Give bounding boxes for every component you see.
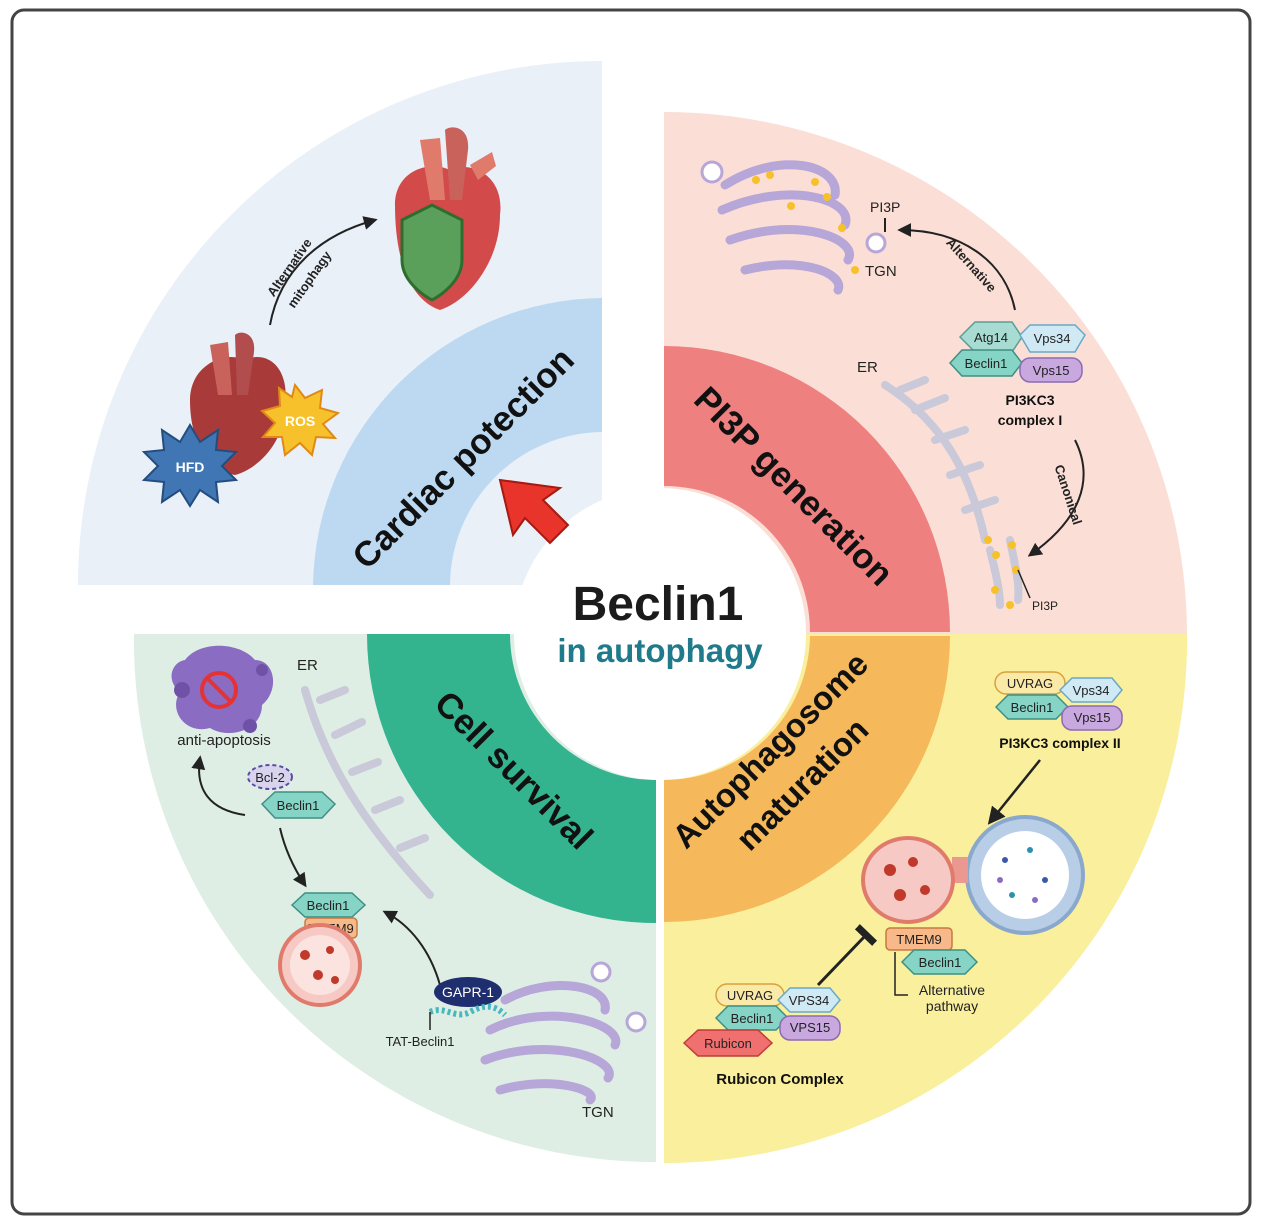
vesicle bbox=[590, 961, 612, 983]
tgn-label-top: TGN bbox=[865, 263, 897, 280]
canonical-arrow bbox=[1027, 439, 1085, 557]
beclin1-alt-shape bbox=[900, 949, 979, 975]
alt-pathway-line1: Alternative bbox=[919, 982, 985, 998]
vps15-shape bbox=[1019, 357, 1083, 383]
bcl2-label: Bcl-2 bbox=[255, 770, 285, 785]
rub-beclin1-label: Beclin1 bbox=[731, 1011, 774, 1026]
pi3kc3-complex-2: UVRAG Vps34 Beclin1 Vps15 PI3KC3 complex… bbox=[994, 671, 1123, 751]
focus-arrow-icon bbox=[498, 478, 570, 545]
gapr1-shape bbox=[434, 977, 502, 1007]
protected-heart-icon bbox=[395, 127, 501, 310]
anti-apoptosis-arrow bbox=[191, 755, 246, 816]
lysosome-icon bbox=[278, 923, 362, 1007]
pi3p-bottom-tick bbox=[1017, 569, 1031, 599]
tat-beclin1-label: TAT-Beclin1 bbox=[386, 1034, 455, 1049]
rub-uvrag-label: UVRAG bbox=[727, 988, 773, 1003]
rub-vps34-label: VPS34 bbox=[789, 993, 829, 1008]
rub-vps15-label: VPS15 bbox=[790, 1020, 830, 1035]
atg14-label: Atg14 bbox=[974, 330, 1008, 345]
vesicle bbox=[700, 160, 724, 184]
golgi-apparatus-icon bbox=[717, 160, 854, 295]
vps15-label-c2: Vps15 bbox=[1074, 710, 1111, 725]
pi3p-dots-er bbox=[984, 536, 1020, 609]
alternative-arrow bbox=[897, 223, 1016, 311]
mitophagy-arrow bbox=[269, 216, 378, 326]
pi3p-top-label: PI3P bbox=[870, 199, 900, 215]
rubicon-label: Rubicon bbox=[704, 1036, 752, 1051]
autolysosome-icon bbox=[861, 815, 1085, 935]
beclin1-alt-label: Beclin1 bbox=[919, 955, 962, 970]
center-disc bbox=[514, 488, 806, 780]
tgn-label-survival: TGN bbox=[582, 1104, 614, 1121]
vps15-label: Vps15 bbox=[1033, 363, 1070, 378]
alt-pathway-line2: pathway bbox=[926, 998, 978, 1014]
gapr1-label: GAPR-1 bbox=[442, 984, 494, 1000]
ros-burst-icon: ROS bbox=[260, 382, 341, 457]
maturation-ring bbox=[664, 636, 950, 922]
complex2-label: PI3KC3 complex II bbox=[999, 735, 1120, 751]
vps34-shape bbox=[1019, 324, 1086, 353]
beclin1-top-shape bbox=[260, 791, 337, 819]
apoptotic-cell-icon bbox=[171, 645, 274, 734]
complex1-line2: complex I bbox=[998, 412, 1063, 428]
gapr-to-tmem9-arrow bbox=[382, 910, 441, 986]
center-subtitle: in autophagy bbox=[557, 632, 763, 669]
beclin-to-tmem9-arrow bbox=[279, 827, 307, 888]
hfd-burst-icon: HFD bbox=[141, 423, 239, 508]
golgi-apparatus-icon-survival bbox=[480, 981, 621, 1105]
center-title: Beclin1 bbox=[573, 578, 744, 631]
bcl2-shape bbox=[247, 764, 293, 790]
vps15-shape-c2 bbox=[1061, 705, 1123, 731]
complex2-arrow bbox=[987, 759, 1041, 825]
er-label-pi3p: ER bbox=[857, 359, 878, 376]
beclin1-label: Beclin1 bbox=[965, 356, 1008, 371]
rubicon-inhibition bbox=[816, 924, 878, 987]
vps34-label: Vps34 bbox=[1034, 331, 1071, 346]
pi3p-bottom-label: PI3P bbox=[1032, 599, 1058, 613]
rub-vps34-shape bbox=[776, 987, 841, 1013]
cardiac-ring bbox=[313, 298, 602, 585]
rubicon-complex-label: Rubicon Complex bbox=[716, 1071, 844, 1088]
er-icon-survival bbox=[301, 686, 434, 899]
survival-ring bbox=[367, 634, 656, 923]
pi3p-ring bbox=[664, 346, 950, 632]
pi3p-dots bbox=[752, 171, 859, 274]
uvrag-label: UVRAG bbox=[1007, 676, 1053, 691]
tat-beclin1-strand bbox=[428, 1003, 508, 1018]
rub-vps15-shape bbox=[779, 1015, 841, 1041]
alt-pathway-bracket bbox=[894, 952, 908, 996]
vps34-shape-c2 bbox=[1058, 677, 1123, 703]
beclin1-label-c2: Beclin1 bbox=[1011, 700, 1054, 715]
hfd-label: HFD bbox=[176, 459, 205, 475]
beclin1-mid-label: Beclin1 bbox=[307, 898, 350, 913]
rubicon-shape bbox=[682, 1029, 774, 1057]
vps34-label-c2: Vps34 bbox=[1073, 683, 1110, 698]
er-icon-pi3p bbox=[881, 376, 1023, 609]
beclin1-top-label: Beclin1 bbox=[277, 798, 320, 813]
vesicle bbox=[865, 232, 887, 254]
rubicon-complex: UVRAG VPS34 Beclin1 VPS15 Rubicon Rubico… bbox=[682, 983, 844, 1088]
beclin1-mid-shape bbox=[290, 892, 367, 918]
anti-apoptosis-label: anti-apoptosis bbox=[177, 732, 270, 749]
pi3kc3-complex-1: Atg14 Vps34 Beclin1 Vps15 PI3KC3 complex… bbox=[948, 321, 1086, 428]
er-label-survival: ER bbox=[297, 657, 318, 674]
uvrag-shape bbox=[994, 671, 1066, 695]
ros-label: ROS bbox=[285, 413, 315, 429]
complex1-line1: PI3KC3 bbox=[1005, 392, 1054, 408]
tmem9-label-mat: TMEM9 bbox=[896, 932, 942, 947]
vesicle bbox=[625, 1011, 647, 1033]
